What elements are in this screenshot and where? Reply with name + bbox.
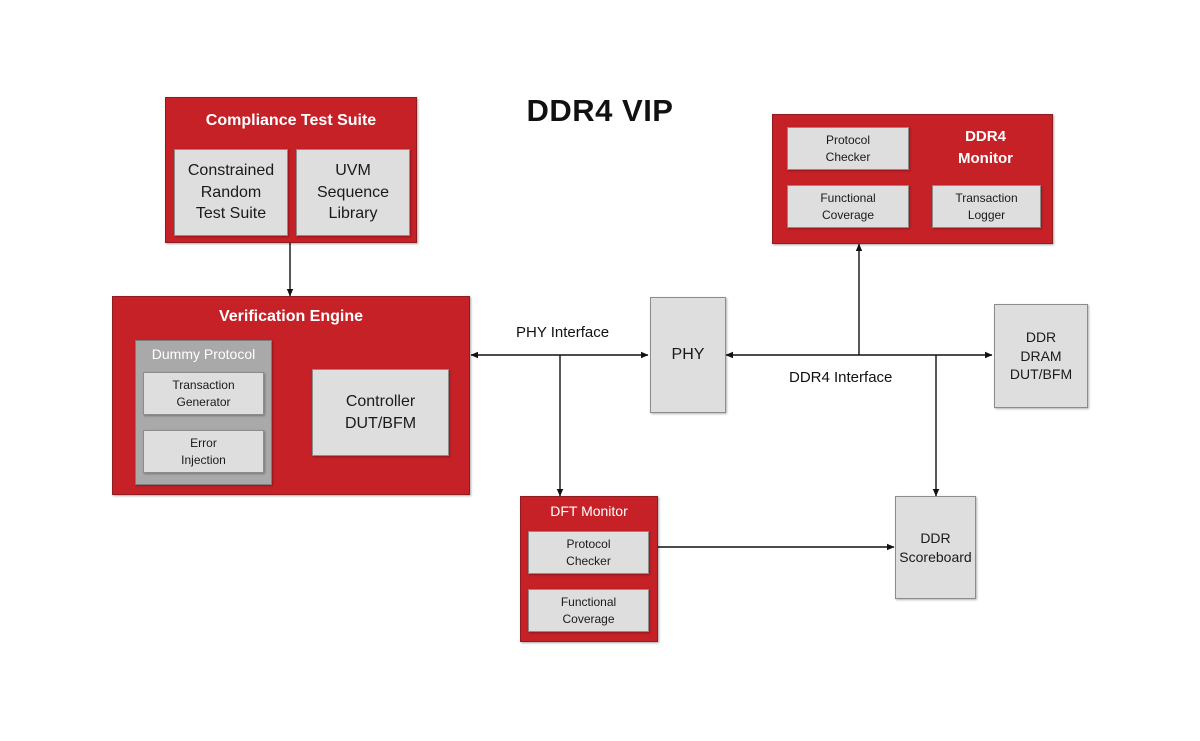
compliance-test-suite-title: Compliance Test Suite (205, 112, 377, 129)
ddr4-monitor-title: DDR4 Monitor (958, 128, 1013, 167)
dummy-protocol-panel: Dummy Protocol Transaction Generator Err… (135, 340, 272, 485)
diagram-title: DDR4 VIP (526, 93, 674, 128)
uvm-sequence-library: UVM Sequence Library (296, 149, 410, 236)
monitor-functional-coverage: Functional Coverage (787, 185, 909, 228)
dft-functional-coverage: Functional Coverage (528, 589, 649, 632)
verification-engine: Verification Engine Dummy Protocol Trans… (112, 296, 470, 495)
constrained-random-test-suite: Constrained Random Test Suite (174, 149, 288, 236)
controller-dut-bfm: Controller DUT/BFM (312, 369, 449, 456)
compliance-test-suite: Compliance Test Suite Constrained Random… (165, 97, 417, 243)
phy-interface-label: PHY Interface (516, 324, 610, 341)
dummy-protocol-title: Dummy Protocol (151, 346, 256, 362)
dft-monitor: DFT Monitor Protocol Checker Functional … (520, 496, 658, 642)
phy-block: PHY (650, 297, 726, 413)
ddr-scoreboard: DDR Scoreboard (895, 496, 976, 599)
verification-engine-title: Verification Engine (218, 308, 364, 325)
ddr-dram-dut-bfm: DDR DRAM DUT/BFM (994, 304, 1088, 408)
monitor-transaction-logger: Transaction Logger (932, 185, 1041, 228)
dft-protocol-checker: Protocol Checker (528, 531, 649, 574)
error-injection: Error Injection (143, 430, 264, 473)
ddr4-monitor: Protocol Checker DDR4 Monitor Functional… (772, 114, 1053, 244)
ddr4-interface-label: DDR4 Interface (789, 369, 893, 386)
monitor-protocol-checker: Protocol Checker (787, 127, 909, 170)
dft-monitor-title: DFT Monitor (550, 503, 628, 519)
transaction-generator: Transaction Generator (143, 372, 264, 415)
